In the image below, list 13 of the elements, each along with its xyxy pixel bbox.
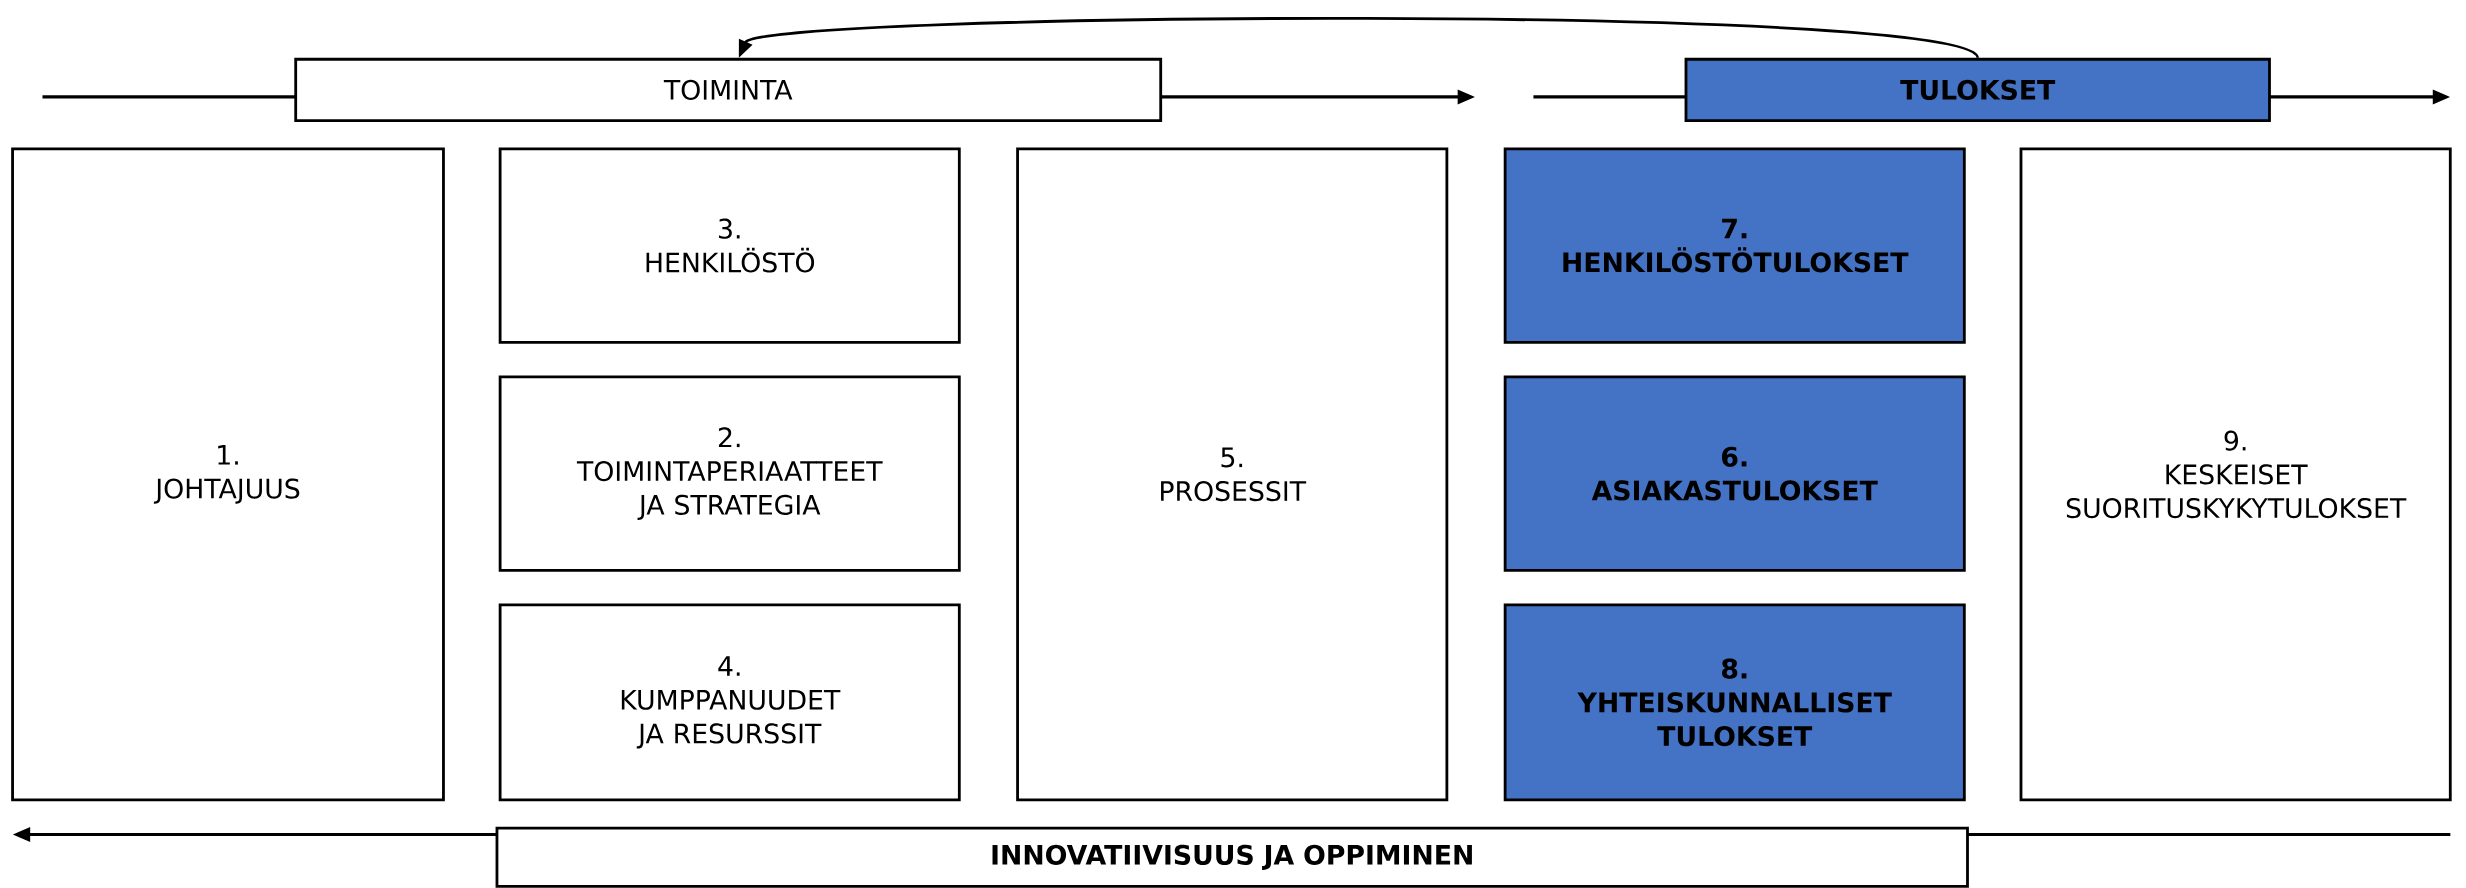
criterion-box: 8. YHTEISKUNNALLISET TULOKSET (1503, 603, 1966, 802)
criterion-box: 5. PROSESSIT (1016, 147, 1449, 802)
criterion-box: 1. JOHTAJUUS (11, 147, 445, 802)
criterion-box: 7. HENKILÖSTÖTULOKSET (1503, 147, 1966, 344)
criterion-box: 9. KESKEISET SUORITUSKYKYTULOKSET (2019, 147, 2452, 802)
arrow (738, 17, 1979, 60)
criterion-box: 2. TOIMINTAPERIAATTEET JA STRATEGIA (498, 375, 961, 572)
band-box: INNOVATIIVISUUS JA OPPIMINEN (495, 826, 1969, 888)
criterion-box: 6. ASIAKASTULOKSET (1503, 375, 1966, 572)
criterion-box: 4. KUMPPANUUDET JA RESURSSIT (498, 603, 961, 802)
band-box: TULOKSET (1684, 57, 2271, 122)
criterion-box: 3. HENKILÖSTÖ (498, 147, 961, 344)
band-box: TOIMINTA (294, 57, 1163, 122)
